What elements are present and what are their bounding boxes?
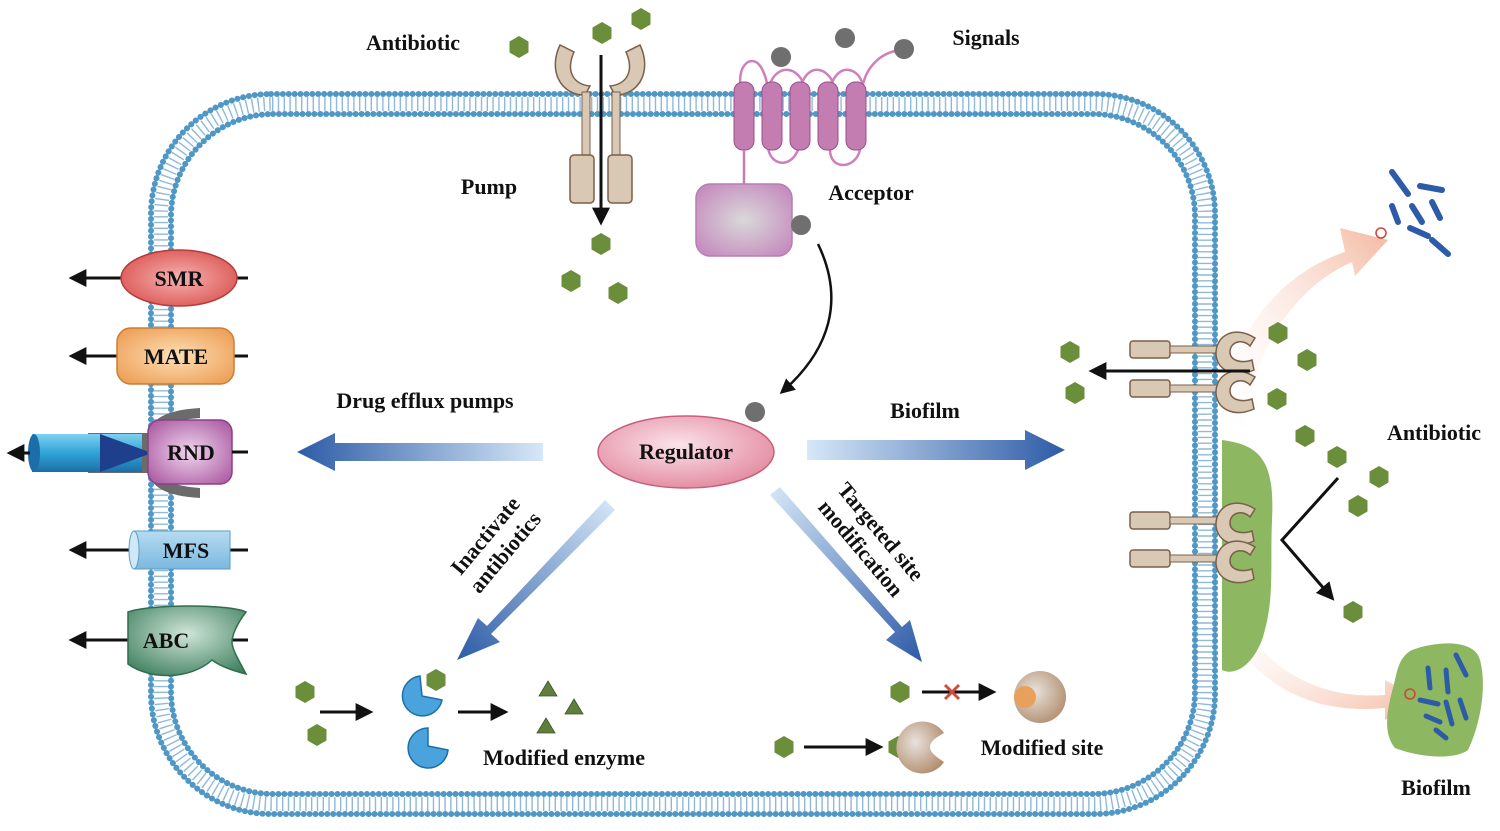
modified-target-site <box>1014 671 1066 723</box>
drug-efflux-arrow <box>297 433 543 471</box>
biofilm-arrow-label: Biofilm <box>890 398 960 423</box>
mate-transporter <box>68 327 248 385</box>
abc-transporter <box>68 605 248 677</box>
biofilm-block-arrow <box>1279 476 1340 601</box>
regulator <box>597 415 775 489</box>
membrane-tails <box>154 97 1212 811</box>
antibiotic-top-label: Antibiotic <box>366 30 460 55</box>
biofilm-bottom-label: Biofilm <box>1401 775 1471 800</box>
biofilm-matrix <box>1222 440 1273 672</box>
peach-arrow-upper <box>1215 228 1388 430</box>
modified-enzyme-label: Modified enzyme <box>483 745 645 770</box>
mate-label: MATE <box>144 344 208 369</box>
modified-site-label: Modified site <box>981 735 1104 760</box>
acceptor-label: Acceptor <box>828 180 914 205</box>
drug-efflux-label: Drug efflux pumps <box>336 388 514 413</box>
right-pump-lower <box>1129 502 1257 584</box>
smr-label: SMR <box>155 266 205 291</box>
rnd-transporter <box>6 408 248 498</box>
acceptor-to-regulator-arrow <box>779 243 833 394</box>
pump-protein <box>554 43 646 226</box>
enzyme-bottom-icon <box>407 727 449 769</box>
smr-transporter <box>68 249 248 307</box>
right-pump-upper <box>1129 331 1257 414</box>
membrane-outer-heads <box>148 91 1218 817</box>
biofilm-marker-icon <box>1404 688 1416 700</box>
normal-target-site <box>896 721 944 774</box>
bacteria-in-biofilm <box>1417 652 1469 741</box>
cell-membrane <box>148 91 1218 817</box>
membrane-inner-heads <box>168 111 1198 797</box>
inactivate-arrow <box>457 500 615 660</box>
bacteria-free <box>1389 169 1451 257</box>
acceptor-receptor <box>695 48 906 257</box>
biofilm-colony <box>1387 643 1483 757</box>
pump-label: Pump <box>461 174 517 199</box>
signals-label: Signals <box>952 25 1020 50</box>
bacteria-marker-icon <box>1375 227 1387 239</box>
enzyme-top-icon <box>401 675 443 717</box>
mfs-transporter <box>68 530 248 570</box>
modified-site-dot <box>1014 686 1036 708</box>
biofilm-arrow <box>807 430 1065 470</box>
abc-label: ABC <box>143 628 189 653</box>
targeted-site-arrow <box>770 487 922 662</box>
regulator-label: Regulator <box>639 439 733 464</box>
degraded-fragments <box>536 680 584 734</box>
targeted-label-group: Targeted site modification <box>813 477 929 601</box>
blocked-x-icon <box>943 683 961 701</box>
antibiotic-right-label: Antibiotic <box>1387 420 1481 445</box>
signal-dots <box>745 28 914 422</box>
rnd-label: RND <box>167 440 215 465</box>
mfs-label: MFS <box>163 538 209 563</box>
